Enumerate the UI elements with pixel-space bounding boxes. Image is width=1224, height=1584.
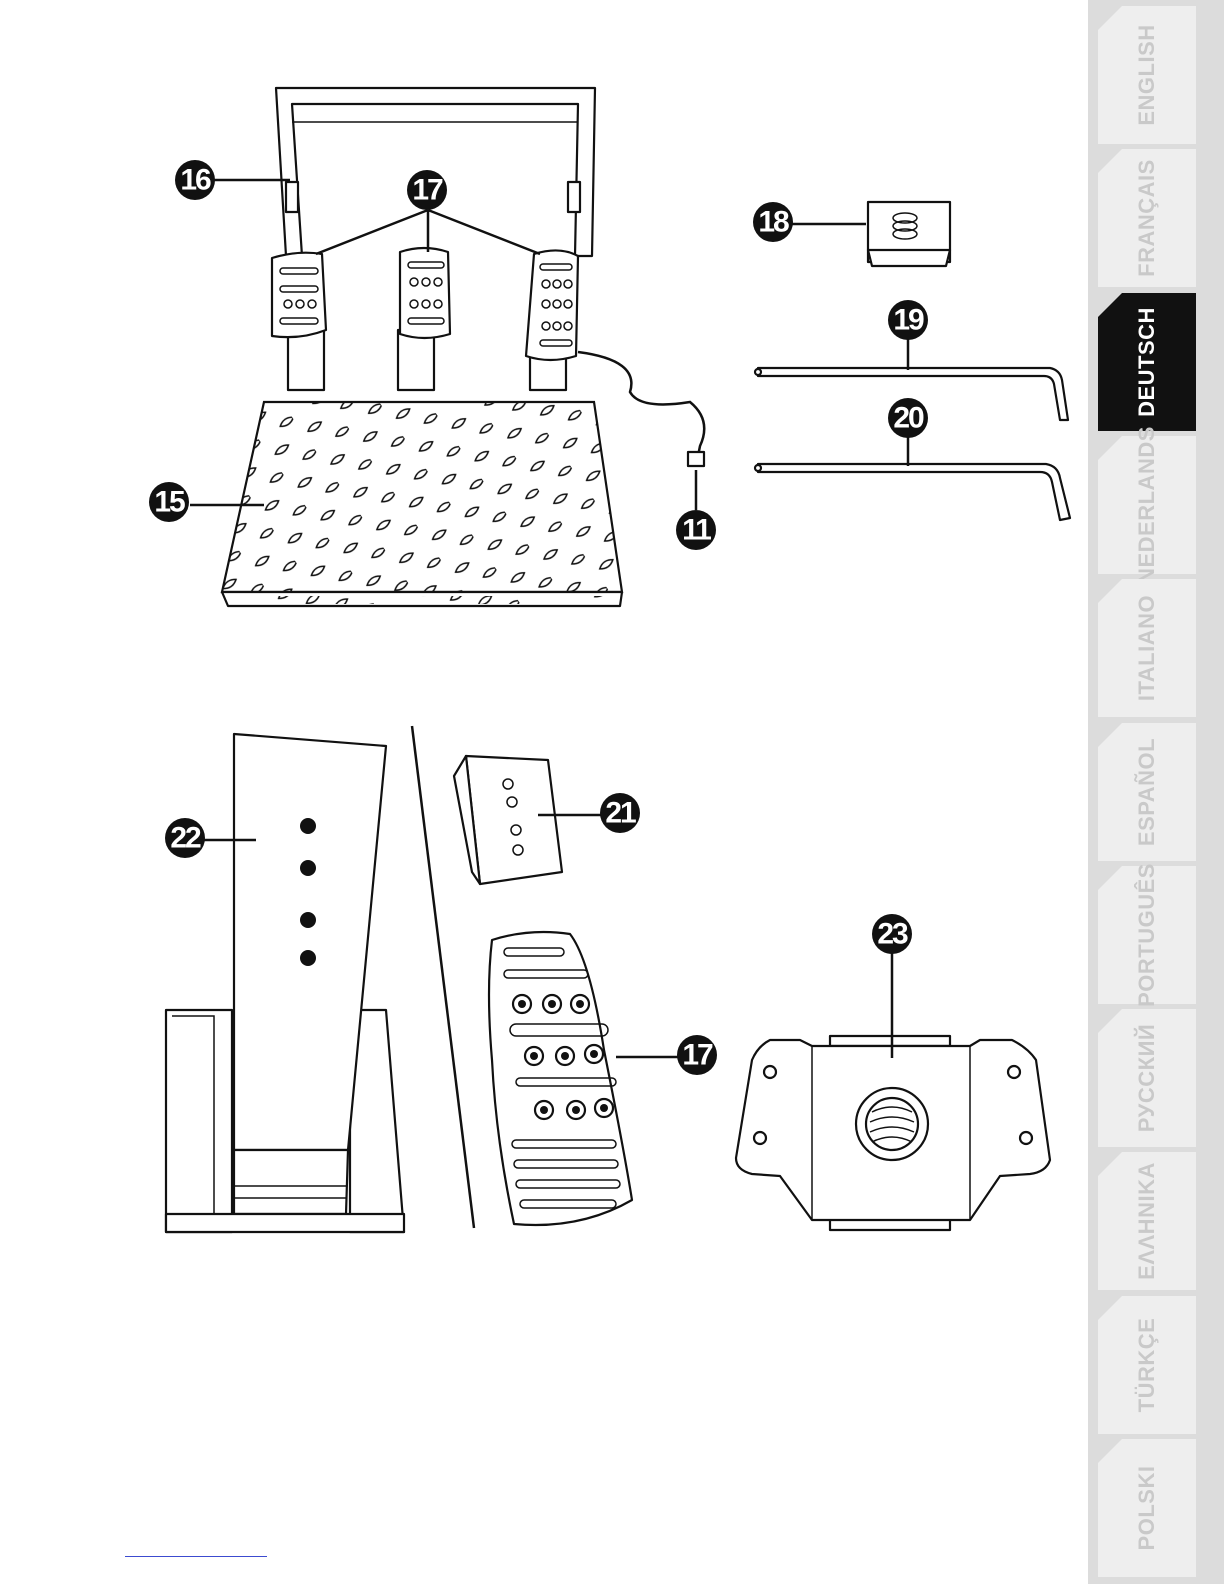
tab-english[interactable]: ENGLISH [1098, 6, 1196, 144]
tab-русский[interactable]: РУССКИЙ [1098, 1009, 1196, 1147]
svg-text:16: 16 [180, 164, 211, 197]
callout-18: 18 [753, 202, 793, 242]
callout-23: 23 [872, 914, 912, 954]
svg-text:15: 15 [154, 486, 185, 519]
svg-text:21: 21 [605, 797, 636, 830]
tab-label: POLSKI [1098, 1439, 1196, 1577]
clutch-pedal [272, 253, 326, 337]
tab-label: ENGLISH [1098, 6, 1196, 144]
tab-label: РУССКИЙ [1098, 1009, 1196, 1147]
svg-text:19: 19 [893, 304, 924, 337]
mounting-bracket [736, 1036, 1050, 1230]
svg-text:23: 23 [877, 918, 908, 951]
tab-português[interactable]: PORTUGUÊS [1098, 866, 1196, 1004]
pedal-pad [489, 932, 632, 1225]
tab-français[interactable]: FRANÇAIS [1098, 149, 1196, 287]
allen-key-large [755, 464, 1070, 520]
pedal-arm-detail [166, 726, 474, 1232]
tab-label: PORTUGUÊS [1098, 866, 1196, 1004]
accelerator-pedal [526, 250, 578, 360]
pedal-assembly [222, 88, 704, 606]
callout-22: 22 [165, 818, 205, 858]
svg-text:22: 22 [170, 822, 201, 855]
svg-text:17: 17 [682, 1039, 713, 1072]
callout-17-bottom: 17 [677, 1035, 717, 1075]
svg-text:17: 17 [412, 174, 443, 207]
brake-pedal [400, 248, 450, 338]
tab-nederlands[interactable]: NEDERLANDS [1098, 436, 1196, 574]
tab-ελληνικα[interactable]: ΕΛΛΗΝΙΚΑ [1098, 1152, 1196, 1290]
tab-label: ESPAÑOL [1098, 723, 1196, 861]
footer-link-underline [125, 1556, 267, 1557]
callout-17-top: 17 [407, 170, 447, 210]
svg-text:18: 18 [758, 206, 789, 239]
tab-label: TÜRKÇE [1098, 1296, 1196, 1434]
callout-20: 20 [888, 398, 928, 438]
callout-11: 11 [676, 510, 716, 550]
tab-türkçe[interactable]: TÜRKÇE [1098, 1296, 1196, 1434]
tab-deutsch[interactable]: DEUTSCH [1098, 293, 1196, 431]
tab-italiano[interactable]: ITALIANO [1098, 579, 1196, 717]
tab-español[interactable]: ESPAÑOL [1098, 723, 1196, 861]
svg-text:11: 11 [682, 514, 711, 547]
tab-label: FRANÇAIS [1098, 149, 1196, 287]
tab-label: ΕΛΛΗΝΙΚΑ [1098, 1152, 1196, 1290]
callout-16: 16 [175, 160, 215, 200]
svg-text:20: 20 [893, 402, 924, 435]
tab-label: NEDERLANDS [1098, 436, 1196, 574]
callout-19: 19 [888, 300, 928, 340]
threaded-nut [868, 202, 950, 266]
tab-label: DEUTSCH [1098, 293, 1196, 431]
pedal-spacer [454, 756, 562, 884]
tab-polski[interactable]: POLSKI [1098, 1439, 1196, 1577]
callout-21: 21 [600, 793, 640, 833]
tab-label: ITALIANO [1098, 579, 1196, 717]
callout-15: 15 [149, 482, 189, 522]
